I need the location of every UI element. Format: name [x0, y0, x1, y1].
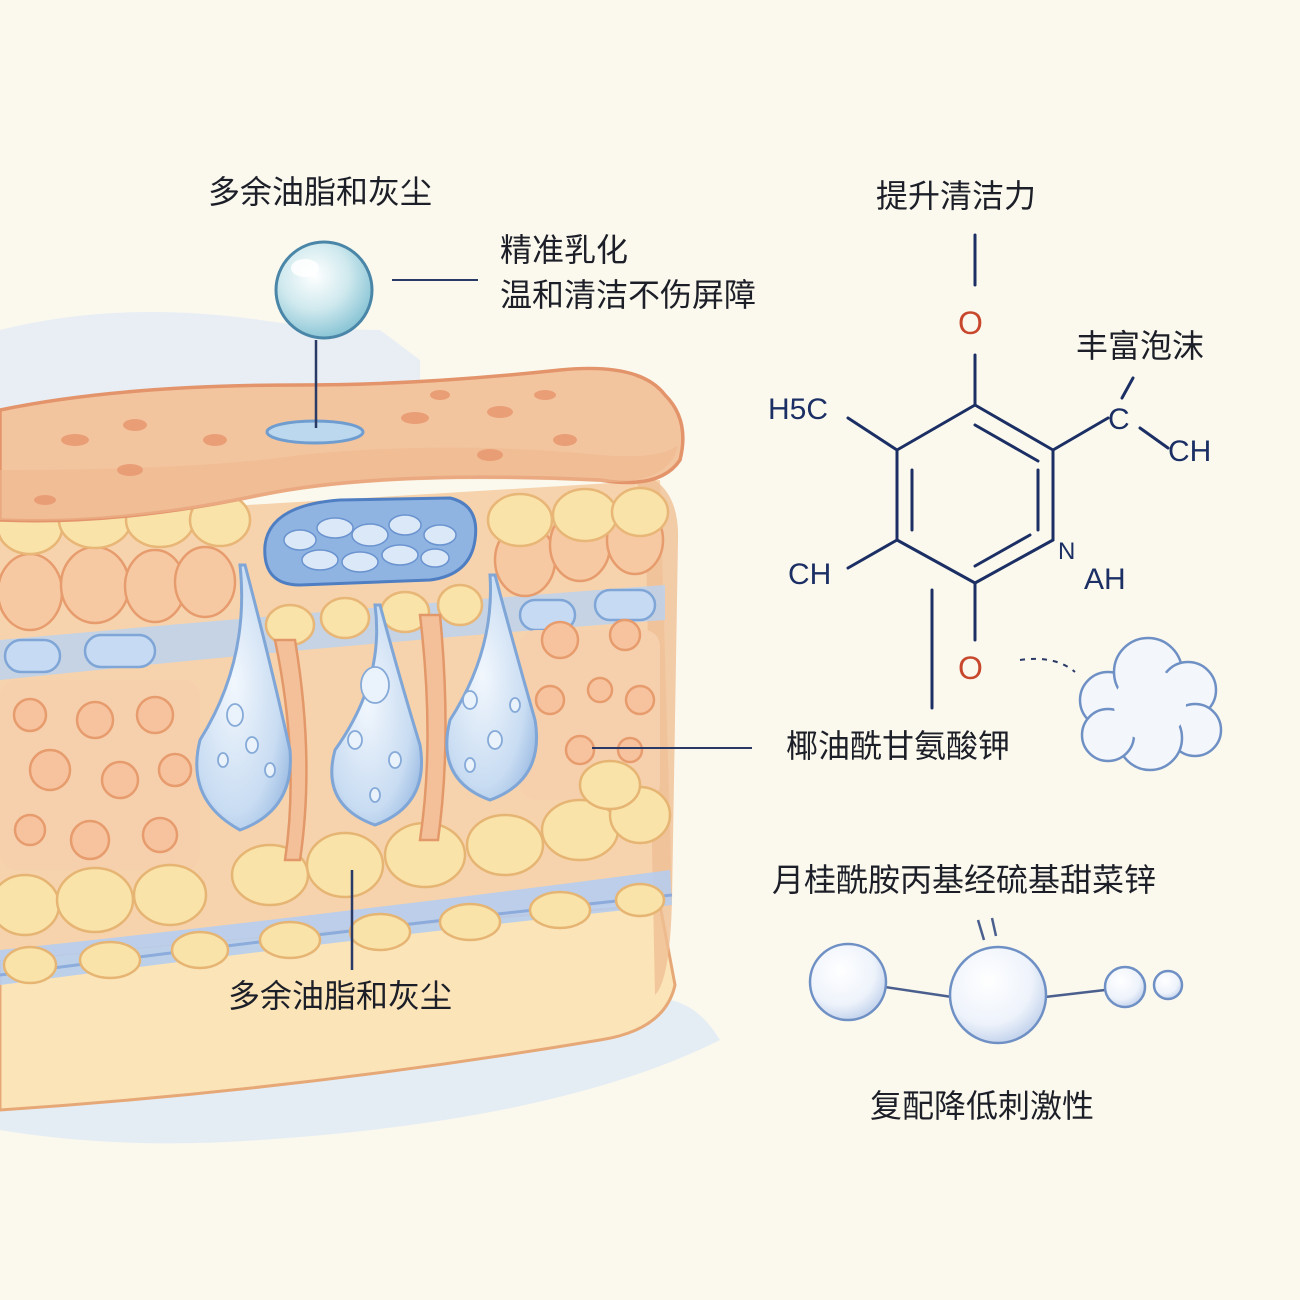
atom-o-top: O — [958, 305, 983, 341]
label-ingredient-2: 月桂酰胺丙基经硫基甜菜锌 — [772, 861, 1157, 899]
emulsion-bubble — [274, 240, 374, 340]
group-ah: AH — [1084, 563, 1126, 596]
blue-lozenges — [3, 588, 657, 674]
bead-2 — [948, 945, 1048, 1045]
label-reduce-irritation: 复配降低刺激性 — [870, 1087, 1095, 1125]
label-emulsify: 精准乳化 温和清洁不伤屏障 — [500, 228, 756, 319]
molecule-structure — [846, 233, 1170, 710]
label-emulsify-line-1: 精准乳化 — [500, 231, 629, 269]
bead-1 — [808, 942, 888, 1022]
bead-chain — [808, 917, 1184, 1045]
group-h5c: H5C — [768, 393, 829, 426]
bead-4 — [1152, 969, 1184, 1001]
group-ch-right: CH — [1168, 435, 1212, 468]
peach-cells-right — [520, 618, 660, 800]
emulsified-oil-cluster — [263, 496, 478, 587]
atom-n: N — [1058, 538, 1076, 565]
label-boost-clean: 提升清洁力 — [876, 177, 1037, 215]
label-bottom-dirt: 多余油脂和灰尘 — [228, 977, 453, 1015]
yellow-cells-lower — [0, 759, 672, 985]
label-rich-foam: 丰富泡沫 — [1076, 327, 1205, 365]
atom-o-bottom: O — [958, 650, 983, 686]
top-skin-slab-shade — [0, 445, 678, 521]
peach-cells-left — [0, 680, 207, 907]
foam-dashed-arc — [1019, 657, 1076, 673]
water-droplet-highlights — [217, 666, 521, 803]
foam-cloud — [1078, 636, 1223, 772]
group-ch-left: CH — [788, 558, 832, 591]
bead-3 — [1103, 965, 1147, 1009]
label-ingredient-1: 椰油酰甘氨酸钾 — [786, 727, 1011, 765]
blue-band-lower — [0, 870, 672, 985]
skin-pores — [34, 390, 577, 505]
label-emulsify-line-2: 温和清洁不伤屏障 — [500, 276, 757, 315]
group-c: C — [1108, 403, 1130, 436]
label-top-dirt: 多余油脂和灰尘 — [208, 173, 433, 211]
